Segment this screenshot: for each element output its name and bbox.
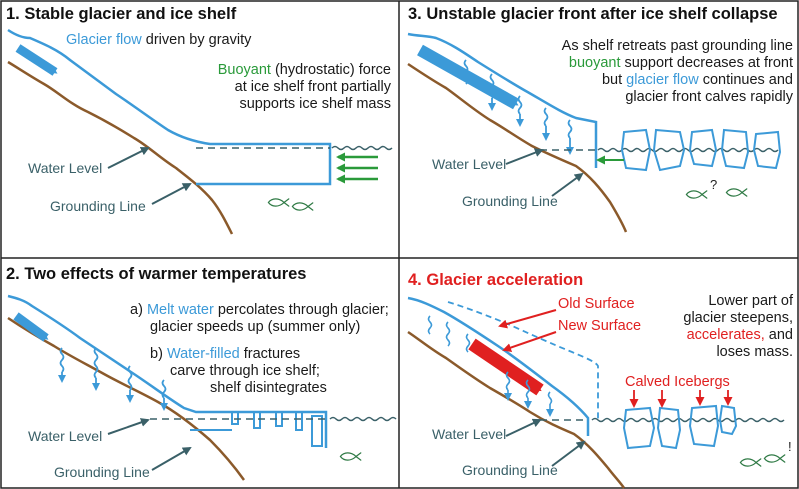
panel-3-graphic [407,32,782,233]
bedrock-line [7,316,246,481]
panel-2-graphic [7,294,397,481]
old-surface-pointer [498,309,557,329]
glacier-ice [7,294,328,448]
iceberg-icon [622,404,738,450]
fish-icon [267,198,290,207]
water-waves [331,145,393,151]
buoyancy-arrow-icon [336,152,378,184]
glacier-ice [407,296,590,436]
panel-1-graphic [7,28,393,235]
fish-icon [763,454,786,463]
water-waves [597,147,779,153]
old-surface [447,301,599,420]
water-level-pointer [107,418,150,435]
panel-4-graphic [407,296,786,489]
flow-arrow-icon [15,44,58,76]
fish-icon [685,190,708,199]
water-level-pointer [107,147,150,169]
bedrock-line [407,62,628,233]
water-waves [329,416,397,422]
grounding-line-pointer [551,440,586,467]
water-waves [591,417,785,423]
glacier-ice [7,28,332,186]
meltwater-icon [58,347,168,411]
fish-icon [339,452,362,461]
fish-icon [725,188,748,197]
meltwater-icon [427,315,554,417]
new-surface-pointer [502,331,557,352]
grounding-line-pointer [151,183,192,205]
calved-iceberg-pointers [629,390,733,408]
meltwater-icon [463,59,574,155]
flow-arrow-icon [417,44,519,110]
fish-icon [739,458,762,467]
water-level-pointer [505,418,542,437]
glacier-ice [407,32,598,168]
bedrock-line [407,330,626,489]
grounding-line-pointer [151,446,192,471]
iceberg-icon [620,128,782,172]
bedrock-line [7,60,234,235]
fish-icon [291,202,314,211]
water-level-pointer [505,148,544,165]
ice-shelf-fractures [231,412,323,447]
flow-arrow-icon [468,338,544,396]
grounding-line-pointer [551,172,584,197]
flow-arrow-icon [13,312,49,342]
